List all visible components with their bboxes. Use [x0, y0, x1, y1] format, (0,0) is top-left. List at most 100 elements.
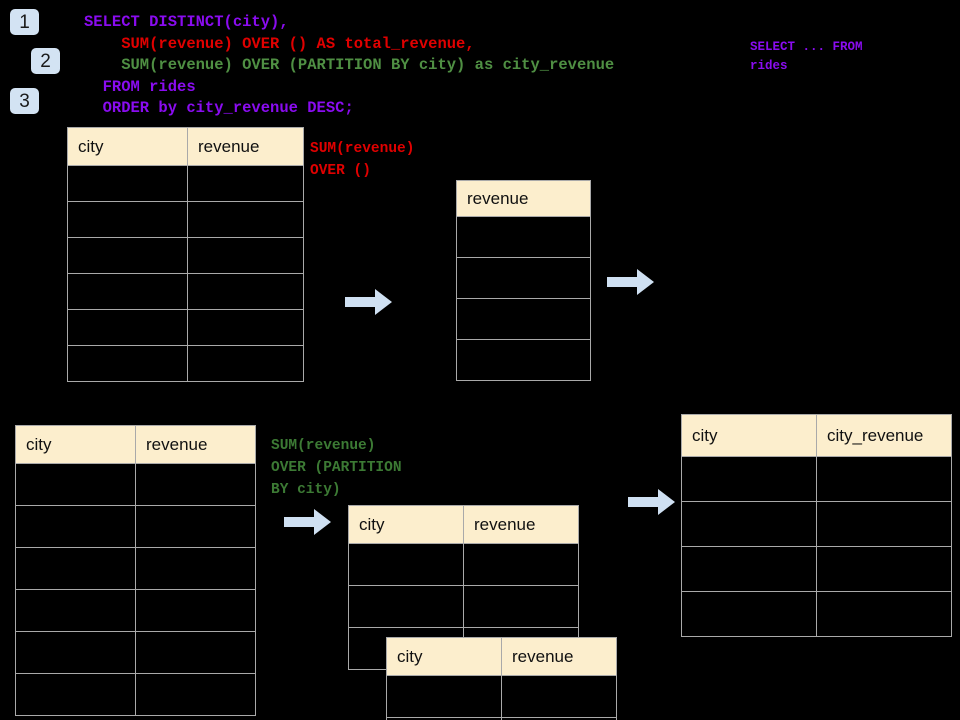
- table-cell: [456, 257, 591, 299]
- table-row: [386, 675, 617, 718]
- sql-line-2: SUM(revenue) OVER () AS total_revenue,: [84, 34, 475, 53]
- table-cell: [187, 201, 304, 238]
- table-row: [456, 339, 591, 381]
- table-cell: [15, 673, 136, 716]
- table-cell: [187, 237, 304, 274]
- sum-over-empty-line-1: SUM(revenue): [310, 141, 415, 157]
- table-cell: [135, 631, 256, 674]
- step-badge-1: 1: [10, 9, 39, 35]
- column-header-city: city: [15, 425, 136, 464]
- side-note-line-1: SELECT ... FROM: [750, 40, 863, 54]
- arrow-rides-to-total-icon: [345, 288, 393, 316]
- table-row: [15, 505, 256, 548]
- column-header-revenue: revenue: [463, 505, 579, 544]
- table-cell: [67, 273, 188, 310]
- table-cell: [15, 589, 136, 632]
- table-cell: [135, 547, 256, 590]
- table-row: [15, 547, 256, 590]
- table-cell: [348, 543, 464, 586]
- table-cell: [67, 201, 188, 238]
- column-header-city: city: [67, 127, 188, 166]
- sql-line-4: FROM rides: [84, 77, 196, 96]
- table-row: [67, 309, 304, 346]
- table-row: [67, 345, 304, 382]
- sum-over-empty-callout: SUM(revenue) OVER (): [310, 138, 414, 182]
- column-header-city: city: [681, 414, 817, 457]
- sql-query-block: SELECT DISTINCT(city), SUM(revenue) OVER…: [84, 12, 614, 120]
- table-cell: [15, 505, 136, 548]
- column-header-city_revenue: city_revenue: [816, 414, 952, 457]
- sql-line-1: SELECT DISTINCT(city),: [84, 13, 289, 31]
- table-cell: [135, 589, 256, 632]
- table-row: [67, 201, 304, 238]
- table-cell: [816, 591, 952, 637]
- table-row: [67, 273, 304, 310]
- arrow-partition-to-final-icon: [628, 488, 676, 516]
- table-row: [67, 237, 304, 274]
- table-row: [386, 717, 617, 720]
- sum-over-partition-line-2: OVER (PARTITION: [271, 460, 402, 476]
- table-cell: [463, 543, 579, 586]
- side-note-line-2: rides: [750, 59, 788, 73]
- table-cell: [187, 273, 304, 310]
- table-row: [456, 298, 591, 340]
- table-cell: [67, 345, 188, 382]
- table-cell: [463, 585, 579, 628]
- table-cell: [187, 165, 304, 202]
- step-badge-2: 2: [31, 48, 60, 74]
- table-cell: [67, 237, 188, 274]
- table-row: [681, 456, 952, 502]
- table-row: [456, 257, 591, 299]
- table-cell: [67, 309, 188, 346]
- table-cell: [456, 298, 591, 340]
- table-cell: [501, 675, 617, 718]
- sql-line-3: SUM(revenue) OVER (PARTITION BY city) as…: [84, 56, 615, 74]
- sum-over-empty-line-2: OVER (): [310, 163, 371, 179]
- table-cell: [456, 339, 591, 381]
- column-header-city: city: [348, 505, 464, 544]
- table-row: [15, 631, 256, 674]
- table-cell: [348, 585, 464, 628]
- table-cell: [135, 505, 256, 548]
- table-cell: [501, 717, 617, 720]
- table-cell: [681, 501, 817, 547]
- table-cell: [386, 675, 502, 718]
- table-cell: [681, 591, 817, 637]
- table-row: [681, 501, 952, 547]
- table-row: [15, 463, 256, 506]
- arrow-total-to-result-icon: [607, 268, 655, 296]
- table-cell: [187, 309, 304, 346]
- table-cell: [816, 456, 952, 502]
- table-row: [348, 585, 579, 628]
- column-header-revenue: revenue: [187, 127, 304, 166]
- side-note-select-from-rides: SELECT ... FROM rides: [750, 38, 863, 76]
- arrow-rides-to-partition-icon: [284, 508, 332, 536]
- table-cell: [135, 673, 256, 716]
- step-badge-3: 3: [10, 88, 39, 114]
- table-cell: [681, 456, 817, 502]
- column-header-city: city: [386, 637, 502, 676]
- table-cell: [15, 631, 136, 674]
- table-cell: [187, 345, 304, 382]
- table-row: [15, 589, 256, 632]
- table-cell: [15, 547, 136, 590]
- column-header-revenue: revenue: [135, 425, 256, 464]
- sql-line-5: ORDER by city_revenue DESC;: [84, 99, 354, 117]
- table-row: [456, 216, 591, 258]
- table-cell: [15, 463, 136, 506]
- table-row: [681, 591, 952, 637]
- sum-over-partition-line-3: BY city): [271, 482, 341, 498]
- column-header-revenue: revenue: [501, 637, 617, 676]
- table-row: [15, 673, 256, 716]
- table-row: [681, 546, 952, 592]
